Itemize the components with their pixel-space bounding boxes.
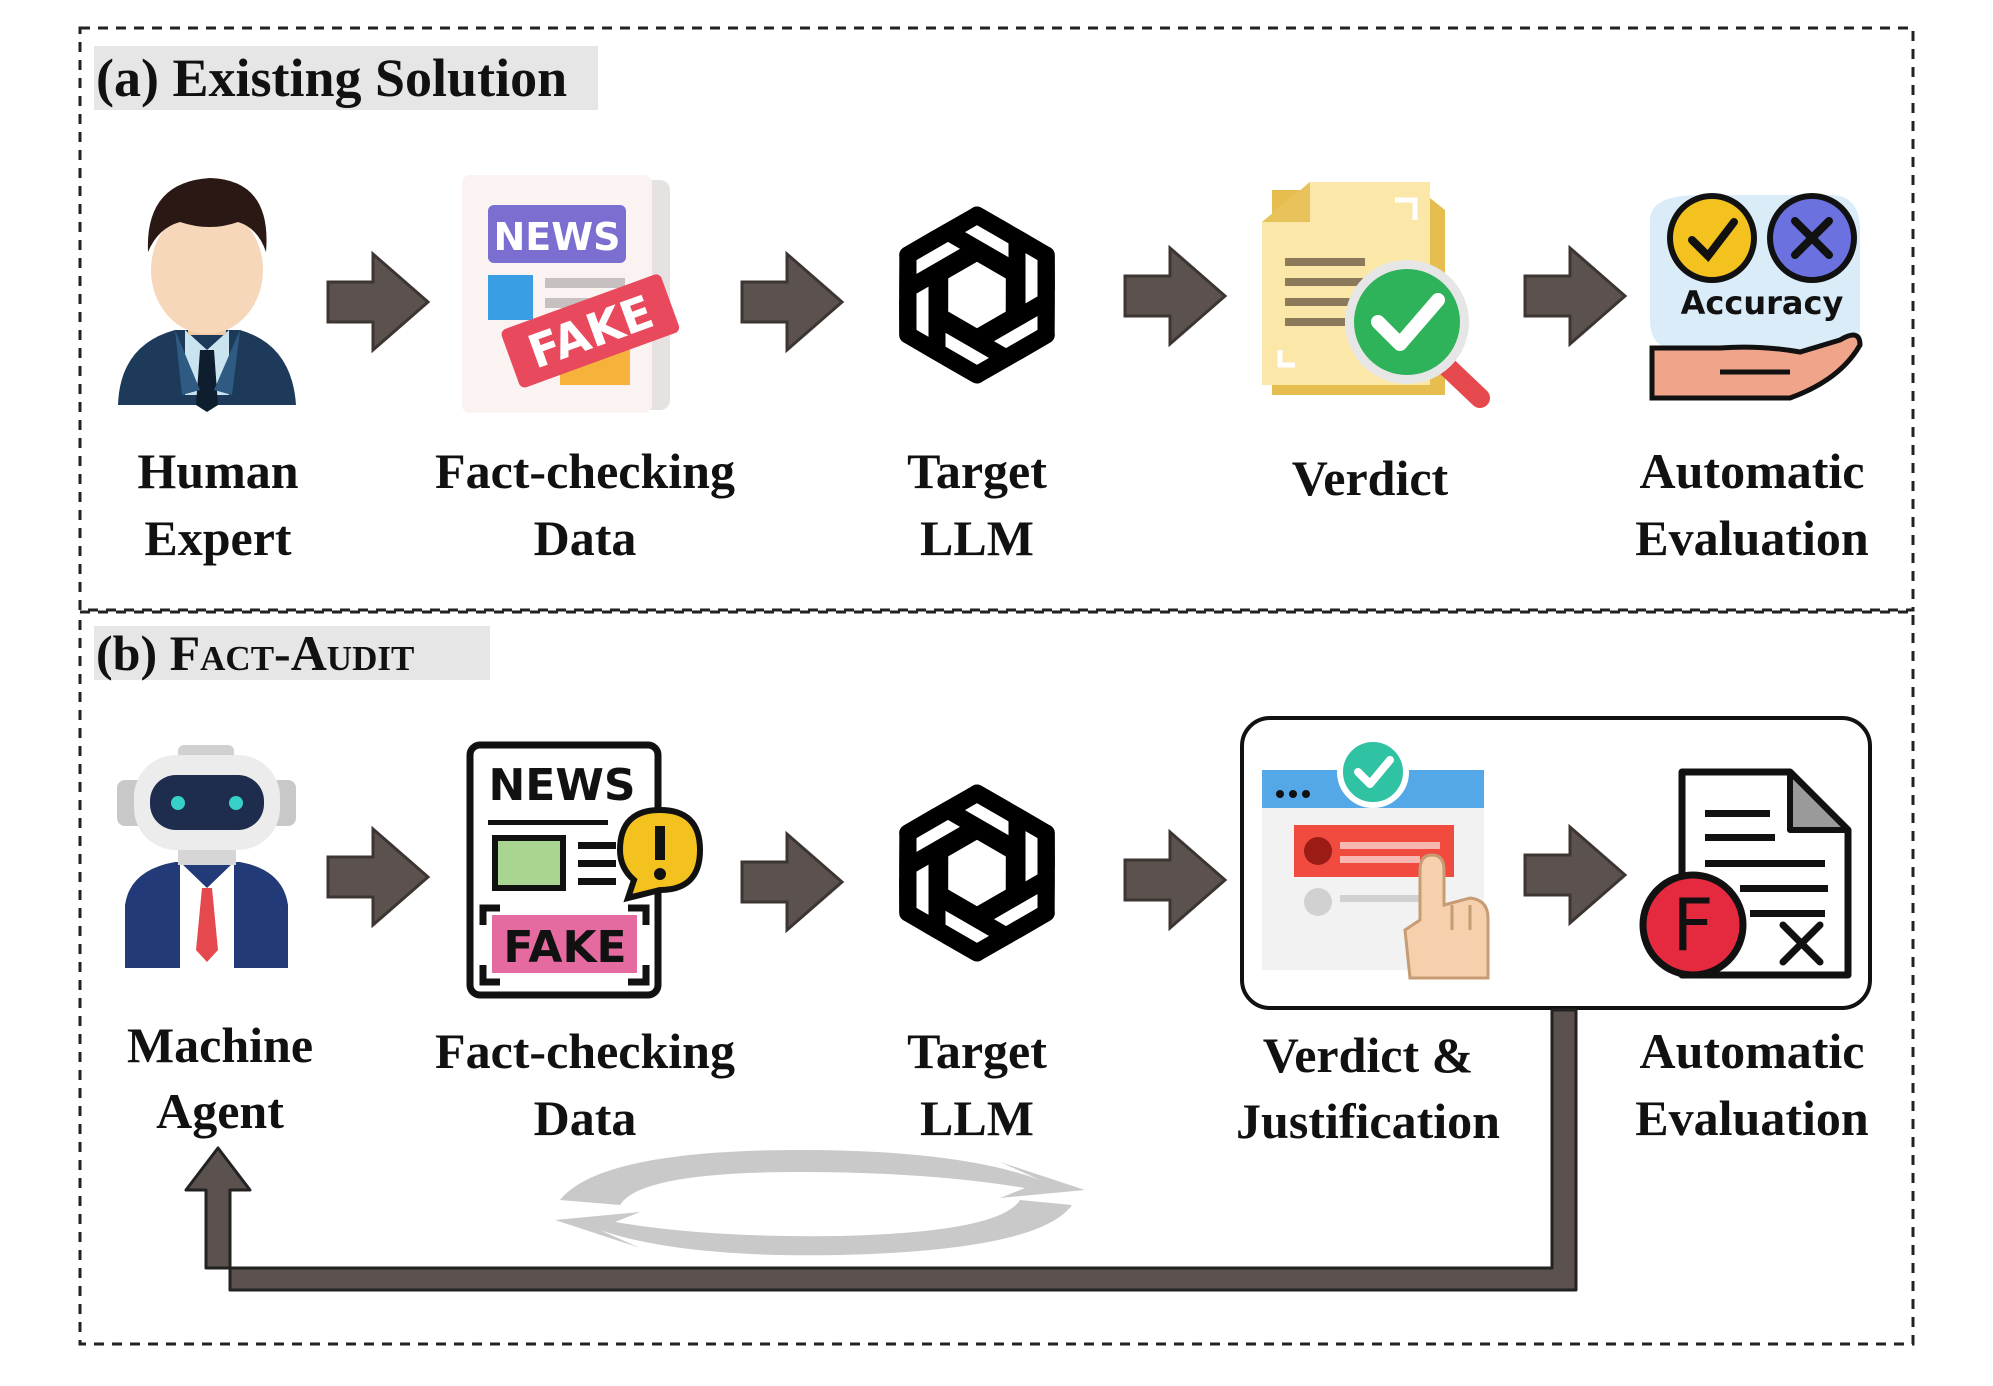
step-a2-label-2: Data: [534, 510, 637, 566]
step-b2-label-1: Fact-checking: [435, 1023, 735, 1079]
step-b2-label-2: Data: [534, 1090, 637, 1146]
fake-news-alert-icon: NEWS FAKE: [466, 741, 704, 999]
verdict-document-icon: [1262, 182, 1490, 408]
svg-text:Accuracy: Accuracy: [1681, 284, 1844, 322]
feedback-loop-arrow: [184, 1008, 1578, 1292]
step-a4-label-1: Verdict: [1292, 450, 1449, 506]
openai-logo-icon: [873, 773, 1081, 973]
verdict-justification-icon: [1262, 736, 1490, 980]
human-expert-icon: [118, 178, 296, 412]
arrow-a-3: [1123, 246, 1227, 346]
arrow-b-2: [740, 832, 844, 932]
fake-news-icon: NEWS FAKE: [462, 175, 680, 413]
iteration-cycle-icon: [555, 1150, 1085, 1256]
step-b1-label-1: Machine: [127, 1017, 313, 1073]
accuracy-hand-icon: Accuracy: [1649, 193, 1863, 401]
step-b4-label-2: Justification: [1236, 1093, 1500, 1149]
grade-f-document-icon: F: [1639, 768, 1852, 979]
step-b4-label-1: Verdict &: [1263, 1027, 1474, 1083]
openai-logo-icon: [873, 195, 1081, 395]
panel-b-frame: [78, 610, 1915, 1346]
panel-a-title: (a) Existing Solution: [96, 48, 567, 108]
step-a3-label-2: LLM: [920, 510, 1034, 566]
arrow-a-2: [740, 252, 844, 352]
robot-agent-icon: [117, 745, 296, 968]
step-b3-label-2: LLM: [920, 1090, 1034, 1146]
arrow-b-3: [1123, 830, 1227, 930]
step-b5-label-2: Evaluation: [1635, 1090, 1869, 1146]
arrow-b-1: [326, 827, 430, 927]
svg-text:FAKE: FAKE: [503, 922, 626, 973]
step-b5-label-1: Automatic: [1640, 1023, 1865, 1079]
step-a1-label-1: Human: [137, 443, 298, 499]
step-a5-label-2: Evaluation: [1635, 510, 1869, 566]
step-b1-label-2: Agent: [156, 1083, 284, 1139]
step-a1-label-2: Expert: [144, 510, 292, 566]
step-a2-label-1: Fact-checking: [435, 443, 735, 499]
step-a5-label-1: Automatic: [1640, 443, 1865, 499]
svg-text:NEWS: NEWS: [488, 760, 635, 811]
svg-text:F: F: [1672, 883, 1713, 967]
svg-text:NEWS: NEWS: [493, 215, 620, 259]
panel-a-frame: [78, 26, 1915, 612]
step-a3-label-1: Target: [907, 443, 1047, 499]
step-b3-label-1: Target: [907, 1023, 1047, 1079]
arrow-a-4: [1523, 246, 1627, 346]
panel-b-title: (b) Fact-Audit: [96, 625, 414, 681]
arrow-a-1: [326, 252, 430, 352]
